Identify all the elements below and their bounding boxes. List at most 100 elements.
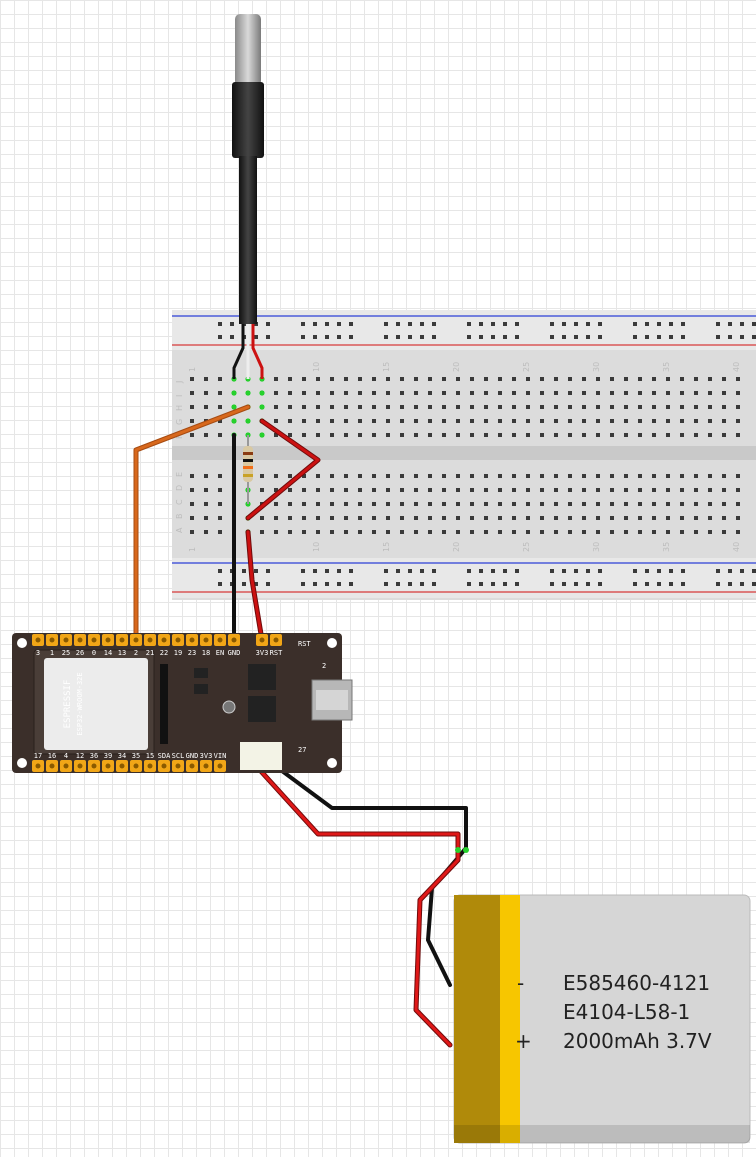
breadboard-hole[interactable] <box>722 516 726 520</box>
breadboard-hole[interactable] <box>498 502 502 506</box>
breadboard-hole[interactable] <box>358 405 362 409</box>
breadboard-hole[interactable] <box>372 488 376 492</box>
breadboard-hole[interactable] <box>330 405 334 409</box>
breadboard-hole[interactable] <box>288 419 292 423</box>
breadboard-hole[interactable] <box>313 335 317 339</box>
breadboard-hole[interactable] <box>638 391 642 395</box>
breadboard-hole[interactable] <box>540 502 544 506</box>
breadboard-hole[interactable] <box>242 569 246 573</box>
breadboard-hole[interactable] <box>442 530 446 534</box>
breadboard-hole[interactable] <box>624 502 628 506</box>
breadboard-hole[interactable] <box>204 530 208 534</box>
breadboard-hole[interactable] <box>638 433 642 437</box>
breadboard-hole[interactable] <box>484 488 488 492</box>
breadboard-hole[interactable] <box>408 569 412 573</box>
breadboard-hole[interactable] <box>266 582 270 586</box>
breadboard-hole[interactable] <box>330 530 334 534</box>
breadboard-hole[interactable] <box>582 530 586 534</box>
breadboard-hole[interactable] <box>218 377 222 381</box>
breadboard-hole[interactable] <box>442 433 446 437</box>
breadboard-hole[interactable] <box>666 502 670 506</box>
breadboard-hole[interactable] <box>526 530 530 534</box>
breadboard-hole[interactable] <box>574 582 578 586</box>
breadboard-hole[interactable] <box>568 474 572 478</box>
breadboard-hole[interactable] <box>400 405 404 409</box>
breadboard-hole[interactable] <box>694 488 698 492</box>
breadboard-hole[interactable] <box>344 377 348 381</box>
breadboard-hole[interactable] <box>218 322 222 326</box>
breadboard-hole[interactable] <box>540 530 544 534</box>
breadboard-hole[interactable] <box>568 405 572 409</box>
breadboard-hole[interactable] <box>313 582 317 586</box>
breadboard-hole[interactable] <box>190 391 194 395</box>
breadboard-hole[interactable] <box>574 335 578 339</box>
breadboard-hole[interactable] <box>554 502 558 506</box>
breadboard-hole[interactable] <box>657 569 661 573</box>
breadboard-hole[interactable] <box>736 530 740 534</box>
breadboard-hole[interactable] <box>218 474 222 478</box>
breadboard-hole[interactable] <box>414 474 418 478</box>
breadboard-hole[interactable] <box>386 488 390 492</box>
breadboard-hole[interactable] <box>302 405 306 409</box>
breadboard-hole[interactable] <box>372 391 376 395</box>
breadboard-hole[interactable] <box>484 405 488 409</box>
breadboard-hole[interactable] <box>204 502 208 506</box>
breadboard-hole[interactable] <box>288 488 292 492</box>
breadboard-hole[interactable] <box>512 474 516 478</box>
breadboard-hole[interactable] <box>666 433 670 437</box>
breadboard-hole[interactable] <box>554 516 558 520</box>
breadboard-hole[interactable] <box>568 516 572 520</box>
breadboard-hole[interactable] <box>694 377 698 381</box>
breadboard-hole[interactable] <box>274 530 278 534</box>
breadboard-hole[interactable] <box>610 488 614 492</box>
breadboard-hole[interactable] <box>358 433 362 437</box>
breadboard-hole[interactable] <box>386 474 390 478</box>
boot-button[interactable] <box>222 700 236 714</box>
breadboard-hole[interactable] <box>540 433 544 437</box>
breadboard-hole[interactable] <box>568 502 572 506</box>
breadboard-hole[interactable] <box>550 582 554 586</box>
breadboard-hole[interactable] <box>414 516 418 520</box>
breadboard-hole[interactable] <box>503 582 507 586</box>
breadboard-hole[interactable] <box>638 377 642 381</box>
breadboard-hole[interactable] <box>344 405 348 409</box>
breadboard-hole[interactable] <box>484 502 488 506</box>
breadboard-hole[interactable] <box>470 516 474 520</box>
breadboard-hole[interactable] <box>274 377 278 381</box>
breadboard-hole[interactable] <box>694 530 698 534</box>
breadboard-hole[interactable] <box>681 322 685 326</box>
breadboard-hole[interactable] <box>680 502 684 506</box>
breadboard-hole[interactable] <box>554 377 558 381</box>
breadboard-hole[interactable] <box>470 502 474 506</box>
breadboard-hole[interactable] <box>456 419 460 423</box>
breadboard-hole[interactable] <box>515 335 519 339</box>
breadboard-hole[interactable] <box>344 419 348 423</box>
breadboard-hole[interactable] <box>582 377 586 381</box>
breadboard-hole[interactable] <box>349 582 353 586</box>
breadboard-hole[interactable] <box>638 530 642 534</box>
breadboard-hole[interactable] <box>230 322 234 326</box>
breadboard-hole[interactable] <box>574 322 578 326</box>
breadboard-hole[interactable] <box>400 474 404 478</box>
breadboard-hole[interactable] <box>428 405 432 409</box>
breadboard-hole[interactable] <box>420 582 424 586</box>
breadboard-hole[interactable] <box>274 391 278 395</box>
breadboard-hole[interactable] <box>550 335 554 339</box>
breadboard-hole[interactable] <box>596 502 600 506</box>
breadboard-hole[interactable] <box>479 335 483 339</box>
breadboard-hole[interactable] <box>274 405 278 409</box>
breadboard-hole[interactable] <box>669 335 673 339</box>
breadboard-hole[interactable] <box>372 530 376 534</box>
breadboard-hole[interactable] <box>456 530 460 534</box>
breadboard-hole[interactable] <box>562 582 566 586</box>
breadboard-hole[interactable] <box>428 419 432 423</box>
breadboard-hole[interactable] <box>400 433 404 437</box>
breadboard-hole[interactable] <box>540 419 544 423</box>
breadboard-hole[interactable] <box>316 488 320 492</box>
breadboard-hole[interactable] <box>498 391 502 395</box>
breadboard-hole[interactable] <box>372 433 376 437</box>
breadboard-hole[interactable] <box>484 516 488 520</box>
breadboard-hole[interactable] <box>204 488 208 492</box>
breadboard-hole[interactable] <box>330 433 334 437</box>
breadboard-hole[interactable] <box>610 474 614 478</box>
